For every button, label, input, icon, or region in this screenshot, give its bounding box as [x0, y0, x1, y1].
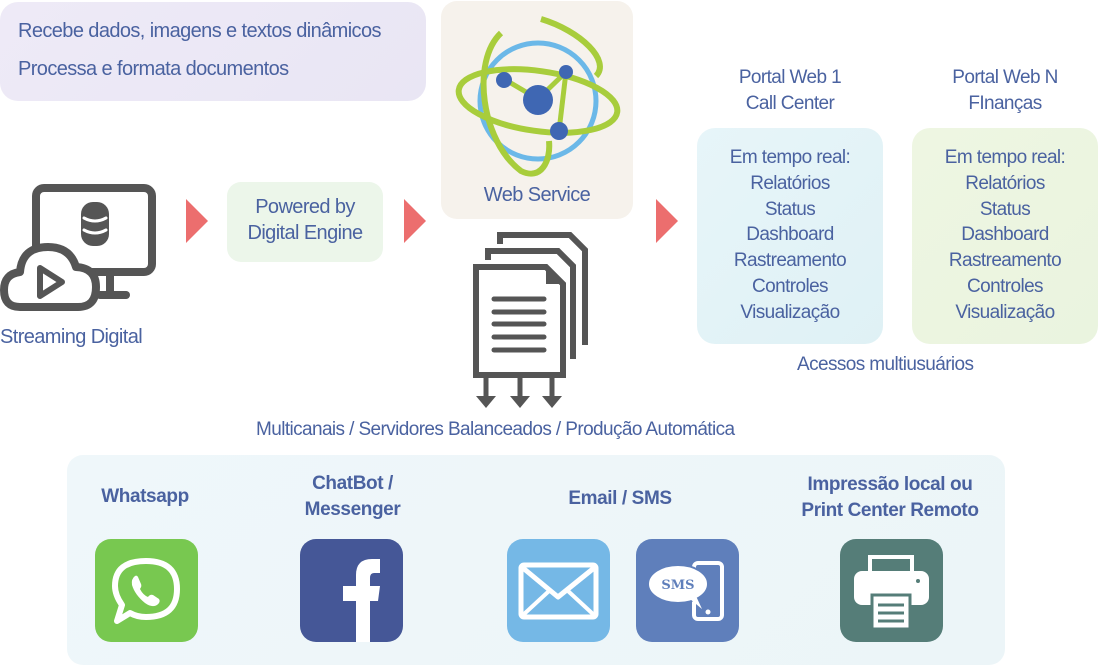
portal-feature: Dashboard	[961, 224, 1049, 246]
stacked-documents-output-icon	[470, 232, 600, 410]
portal-feature: Controles	[752, 275, 829, 297]
info-line-process: Processa e formata documentos	[18, 58, 289, 80]
flow-arrow-icon	[186, 199, 208, 243]
portal-1-title-line-2: Call Center	[745, 93, 835, 114]
info-box	[0, 2, 426, 101]
portal-feature: Em tempo real:	[729, 147, 851, 168]
channel-chatbot-title-line-2: Messenger	[304, 499, 401, 520]
portal-n-title: Portal Web N FInanças	[912, 65, 1098, 117]
portal-1-title-line-1: Portal Web 1	[738, 67, 842, 88]
portal-feature: Rastreamento	[733, 250, 847, 272]
facebook-icon[interactable]	[300, 539, 403, 642]
flow-arrow-icon	[656, 199, 678, 243]
channel-chatbot-title: ChatBot / Messenger	[270, 471, 435, 523]
engine-line-2: Digital Engine	[247, 222, 363, 244]
sms-phone-icon[interactable]: SMS	[636, 539, 739, 642]
engine-box	[227, 182, 383, 262]
portal-1-features: Em tempo real: Relatórios Status Dashboa…	[697, 145, 883, 326]
portal-feature: Visualização	[740, 301, 840, 323]
channel-print-title-line-1: Impressão local ou	[807, 474, 973, 495]
monitor-database-cloud-play-icon	[0, 182, 160, 317]
web-service-card	[441, 1, 633, 219]
channel-chatbot-title-line-1: ChatBot /	[312, 473, 393, 494]
channel-print-title: Impressão local ou Print Center Remoto	[780, 472, 1000, 524]
portal-feature: Status	[764, 198, 816, 220]
portal-1-box	[697, 128, 883, 344]
multi-user-label: Acessos multiusuários	[797, 354, 974, 375]
portal-feature: Visualização	[955, 301, 1055, 323]
streaming-label: Streaming Digital	[0, 326, 143, 348]
channel-whatsapp-title: Whatsapp	[101, 486, 189, 507]
portal-1-title: Portal Web 1 Call Center	[697, 65, 883, 117]
portal-feature: Relatórios	[965, 172, 1045, 194]
printer-icon[interactable]	[840, 539, 943, 642]
portal-n-box	[912, 128, 1098, 344]
channels-label: Multicanais / Servidores Balanceados / P…	[256, 419, 735, 440]
portal-n-title-line-2: FInanças	[968, 93, 1042, 114]
portal-feature: Status	[979, 198, 1031, 220]
portal-feature: Dashboard	[746, 224, 834, 246]
sms-badge: SMS	[661, 578, 694, 593]
whatsapp-icon[interactable]	[95, 539, 198, 642]
atom-network-icon	[455, 16, 621, 177]
web-service-label: Web Service	[483, 184, 591, 206]
portal-n-features: Em tempo real: Relatórios Status Dashboa…	[912, 145, 1098, 326]
portal-n-title-line-1: Portal Web N	[952, 67, 1058, 88]
portal-feature: Controles	[967, 275, 1044, 297]
envelope-icon[interactable]	[507, 539, 610, 642]
portal-feature: Em tempo real:	[944, 147, 1066, 168]
info-line-receive: Recebe dados, imagens e textos dinâmicos	[18, 20, 381, 42]
engine-label: Powered by Digital Engine	[227, 194, 383, 246]
channel-email-sms-title: Email / SMS	[568, 488, 672, 509]
channel-print-title-line-2: Print Center Remoto	[801, 500, 979, 521]
portal-feature: Relatórios	[750, 172, 830, 194]
flow-arrow-icon	[404, 199, 426, 243]
engine-line-1: Powered by	[255, 196, 355, 218]
portal-feature: Rastreamento	[948, 250, 1062, 272]
